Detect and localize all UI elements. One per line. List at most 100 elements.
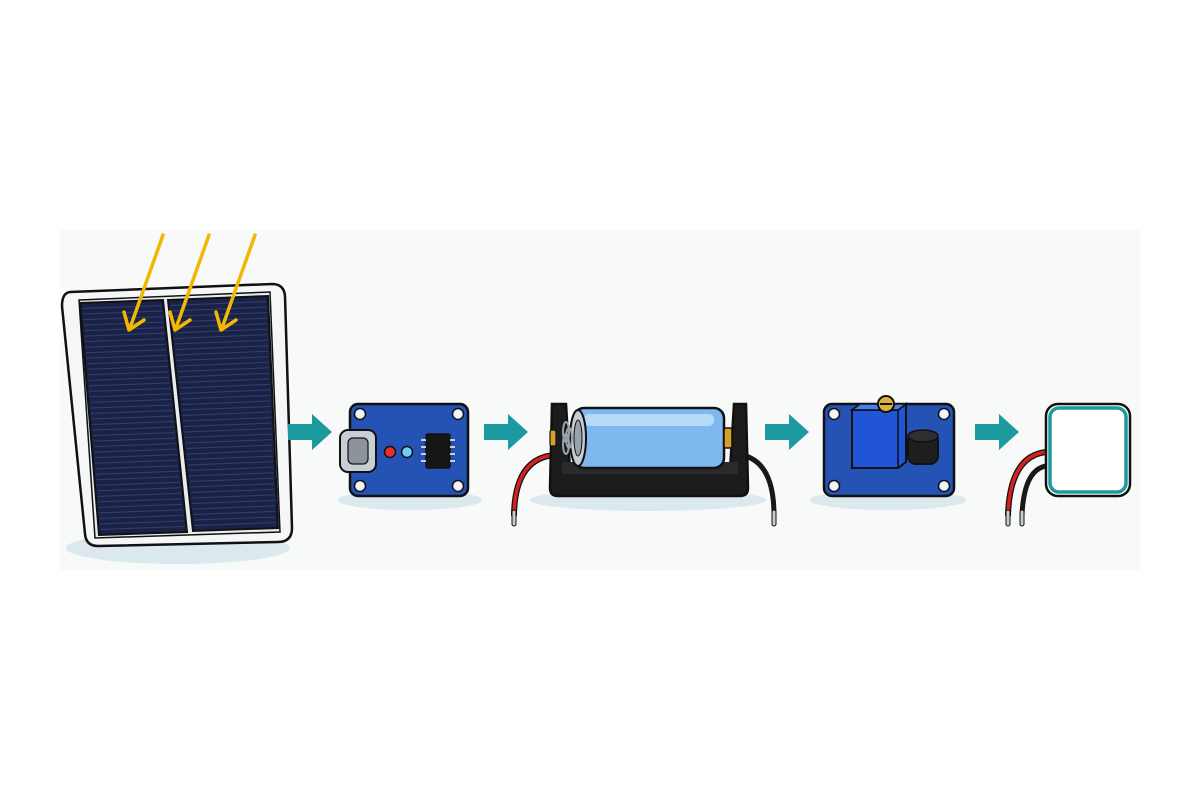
solar-cell-line [83,316,163,321]
solar-cell-line [97,492,182,497]
solar-cell-line [89,393,171,398]
solar-cell-line [100,520,184,525]
charger-module-icon [338,402,482,510]
converter-capacitor [907,429,939,465]
solar-cell-line [171,306,267,312]
solar-cell-line [89,387,171,392]
solar-cell-line [82,305,162,310]
solar-cell-line [180,394,271,400]
solar-cell-line [85,338,166,343]
mount-hole [937,479,951,493]
solar-cell-line [93,437,176,442]
solar-cell-line [192,505,276,510]
solar-cell-line [178,378,270,383]
led-blue [400,445,414,459]
solar-panel-icon [60,282,294,564]
led-red [383,445,397,459]
flow-arrow-2 [484,414,528,450]
solar-cell-line [184,433,272,438]
mount-hole [937,407,951,421]
mount-hole [827,407,841,421]
solar-cell-line [174,334,268,339]
charger-chip [421,433,455,469]
solar-cell-line [84,327,164,332]
battery-cell [569,406,726,470]
solar-cell-line [191,494,275,499]
solar-cell-line [95,459,178,464]
solar-cell-line [85,343,166,348]
mount-hole [827,479,841,493]
solar-cell-line [190,483,275,488]
solar-cell-line [93,443,176,448]
mount-hole [353,479,367,493]
solar-cell-line [178,372,270,378]
mount-hole [353,407,367,421]
solar-cell-line [98,498,182,503]
solar-cell-line [186,450,273,455]
solar-cell-line [188,466,274,471]
battery-terminal [549,429,557,447]
sun-ray-1 [122,233,165,332]
solar-cell-line [184,428,272,433]
sun-ray-2 [168,233,211,332]
solar-cell-line [182,411,272,416]
solar-cell-line [91,409,173,414]
solar-cell-line [170,301,267,306]
solar-cell-line [177,367,270,372]
arrow-right-icon [288,414,1019,450]
solar-cell-line [171,312,267,317]
solar-cell-line [96,470,179,475]
trimpot-screw [877,395,895,413]
solar-cell-line [176,356,269,361]
solar-cell-line [92,426,175,431]
solar-cell-line [174,339,268,345]
flow-arrow-4 [975,414,1019,450]
solar-cell-line [192,499,275,504]
solar-cell-line [96,481,180,486]
solar-cell-line [183,422,272,427]
solar-cell-line [97,487,181,492]
solar-cell-line [185,439,273,444]
solar-cell-line [99,514,184,519]
solar-cell-line [187,455,273,460]
solar-cell-line [98,503,183,508]
solar-cell-line [177,361,269,367]
solar-cell-line [96,476,180,481]
solar-cell-line [183,417,272,422]
battery-spring [562,421,573,455]
flow-arrow-1 [288,414,332,450]
solar-cell-line [190,488,275,493]
solar-cell-line [86,360,168,365]
solar-cell-line [99,509,183,514]
solar-cell-line [86,354,167,359]
solar-cell-line [193,516,276,521]
solar-cell-line [189,472,274,477]
battery-terminal [723,427,733,449]
sun-rays-icon [122,233,257,332]
solar-cell-line [175,345,269,350]
usb-c-port-opening [347,437,369,465]
solar-cell-line [90,398,172,403]
solar-cell-line [94,448,177,453]
battery-holder-icon [511,402,777,527]
solar-cell-line [92,432,175,437]
solar-cell-gridlines [82,301,276,530]
mount-hole [451,479,465,493]
solar-cell-line [193,510,276,515]
solar-cell-line [94,454,178,459]
solar-cell-line [194,521,276,526]
solar-cell-line [86,349,167,354]
solar-cell-line [187,461,274,466]
load-device-icon [1005,402,1132,527]
mount-hole [451,407,465,421]
solar-cell-line [181,400,271,405]
solar-cell-line [180,389,271,394]
sun-ray-3 [214,233,257,332]
solar-cell-line [88,376,170,381]
solar-cell-line [87,365,168,370]
solar-cell-line [100,525,185,530]
solar-cell-line [84,332,165,337]
solar-cell-line [189,477,274,482]
load-wire-black [1019,463,1049,518]
